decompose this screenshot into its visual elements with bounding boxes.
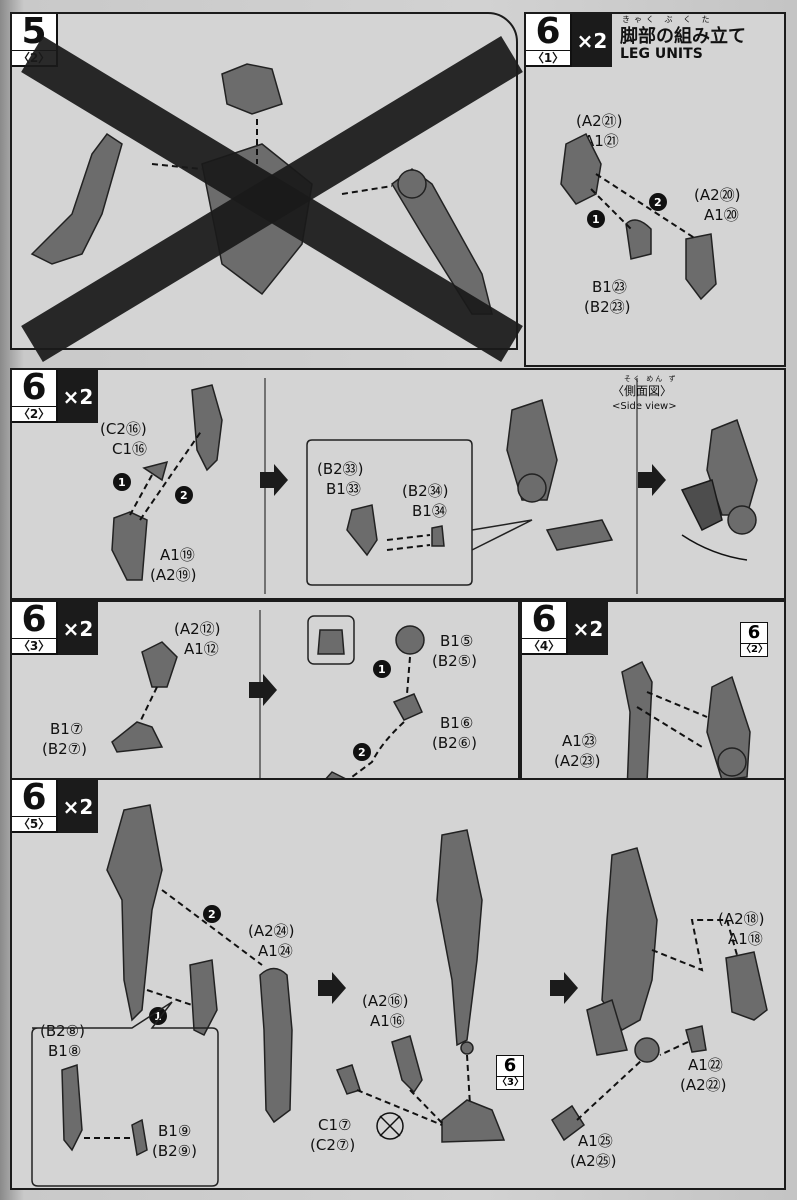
order-marker-2 (175, 486, 193, 504)
step-title-en: LEG UNITS (620, 46, 703, 62)
order-marker-2 (353, 743, 371, 761)
quantity-badge: ×2 (572, 14, 612, 67)
step-reference: 6 〈3〉 (496, 1055, 524, 1090)
part-label: (A2㉔) (248, 922, 295, 940)
order-marker-1 (149, 1007, 167, 1025)
step6-2-illustration: 1 2 (111, 378, 758, 594)
quantity-badge: ×2 (58, 370, 98, 423)
part-label: (A2⑲) (150, 566, 197, 584)
part-label: A1㉕ (578, 1132, 613, 1150)
order-marker-1 (587, 210, 605, 228)
step6-1-illustration: 1 2 (560, 132, 717, 301)
step6-2-panel: 6 〈2〉 ×2 (C2⑯) C1⑯ A1⑲ (A2⑲) (B2㉝) B1㉝ (… (10, 368, 786, 600)
part-label: (A2㉕) (570, 1152, 617, 1170)
part-label: A1㉓ (562, 732, 597, 750)
part-label: (A2⑱) (718, 910, 765, 928)
step-number: 6 (21, 367, 47, 408)
step6-1-panel: 6 〈1〉 ×2 きゃく ぶ く た 脚部の組み立て LEG UNITS (A2… (524, 12, 786, 367)
order-marker-2-text: 2 (180, 489, 188, 502)
part-label: (C2⑯) (100, 420, 147, 438)
part-label: B1⑦ (50, 720, 84, 738)
step-number: 6 (535, 11, 561, 52)
part-label: (B2⑧) (40, 1022, 85, 1040)
order-marker-2 (203, 905, 221, 923)
part-label: (A2⑳) (694, 186, 741, 204)
step6-3-badge: 6 〈3〉 ×2 (12, 602, 98, 655)
part-label: A1⑲ (160, 546, 195, 564)
step6-2-badge: 6 〈2〉 ×2 (12, 370, 98, 423)
ref-number: 6 (503, 1055, 517, 1076)
part-label: (B2㉝) (317, 460, 364, 478)
part-label: A1⑱ (728, 930, 763, 948)
step6-1-badge: 6 〈1〉 ×2 (526, 14, 612, 67)
order-marker-2-text: 2 (358, 746, 366, 759)
step-number: 6 (21, 599, 47, 640)
step-sub: 〈5〉 (12, 816, 56, 831)
part-label: A1⑫ (184, 640, 219, 658)
side-view-label-en: <Side view> (612, 401, 677, 412)
part-label: (B2⑥) (432, 734, 477, 752)
side-view-furigana: そく めん ず (624, 375, 678, 383)
step-sub: 〈4〉 (522, 638, 566, 653)
part-label: C1⑦ (318, 1116, 352, 1134)
quantity-badge: ×2 (58, 780, 98, 833)
part-label: B1㉞ (412, 502, 447, 520)
step-sub: 〈2〉 (12, 406, 56, 421)
step-reference: 6 〈2〉 (740, 622, 768, 657)
quantity-badge: ×2 (568, 602, 608, 655)
part-label: (B2⑨) (152, 1142, 197, 1160)
part-label: B1⑤ (440, 632, 474, 650)
order-marker-1-text: 1 (154, 1010, 162, 1023)
part-label: A1㉑ (584, 132, 619, 150)
order-marker-1 (373, 660, 391, 678)
order-marker-1 (113, 473, 131, 491)
order-marker-2-text: 2 (208, 908, 216, 921)
step6-4-badge: 6 〈4〉 ×2 (522, 602, 608, 655)
part-label: (A2㉑) (576, 112, 623, 130)
part-label: B1㉓ (592, 278, 627, 296)
order-marker-1-text: 1 (118, 476, 126, 489)
part-label: (C2⑦) (310, 1136, 356, 1154)
step-sub: 〈1〉 (526, 50, 570, 65)
order-marker-1-text: 1 (592, 213, 600, 226)
side-view-label-jp: 〈側面図〉 (612, 384, 673, 398)
part-label: (A2㉒) (680, 1076, 727, 1094)
part-label: A1㉒ (688, 1056, 723, 1074)
step6-5-panel: 6 〈5〉 ×2 6 〈3〉 (A2㉔) A1㉔ (B2⑧) B1⑧ B1⑨ (… (10, 778, 786, 1190)
order-marker-1-text: 1 (378, 663, 386, 676)
part-label: A1⑯ (370, 1012, 405, 1030)
step6-5-illustration: 2 1 (31, 804, 768, 1187)
part-label: B1㉝ (326, 480, 361, 498)
part-label: C1⑯ (112, 440, 148, 458)
part-label: B1⑨ (158, 1122, 192, 1140)
ref-number: 6 (747, 622, 761, 643)
part-label: (B2㉓) (584, 298, 631, 316)
part-label: (B2⑤) (432, 652, 477, 670)
part-label: B1⑥ (440, 714, 474, 732)
part-label: (A2⑫) (174, 620, 221, 638)
part-label: A1㉔ (258, 942, 293, 960)
step6-4-illustration (621, 660, 751, 804)
part-label: (A2⑯) (362, 992, 409, 1010)
ref-sub: 〈3〉 (497, 1076, 524, 1088)
ref-sub: 〈2〉 (741, 643, 768, 655)
part-label: (B2⑦) (42, 740, 87, 758)
step6-5-badge: 6 〈5〉 ×2 (12, 780, 98, 833)
step5-panel: 5 〈2〉 (10, 12, 523, 362)
step-title-jp: 脚部の組み立て (620, 26, 746, 47)
order-marker-2 (649, 193, 667, 211)
part-label: (A2㉓) (554, 752, 601, 770)
part-label: A1⑳ (704, 206, 739, 224)
title-furigana: きゃく ぶ く た (622, 15, 714, 24)
quantity-badge: ×2 (58, 602, 98, 655)
step-number: 6 (21, 777, 47, 818)
part-label: (B2㉞) (402, 482, 449, 500)
step5-illustration (21, 36, 523, 362)
step-sub: 〈3〉 (12, 638, 56, 653)
step-number: 6 (531, 599, 557, 640)
part-label: B1⑧ (48, 1042, 82, 1060)
order-marker-2-text: 2 (654, 196, 662, 209)
